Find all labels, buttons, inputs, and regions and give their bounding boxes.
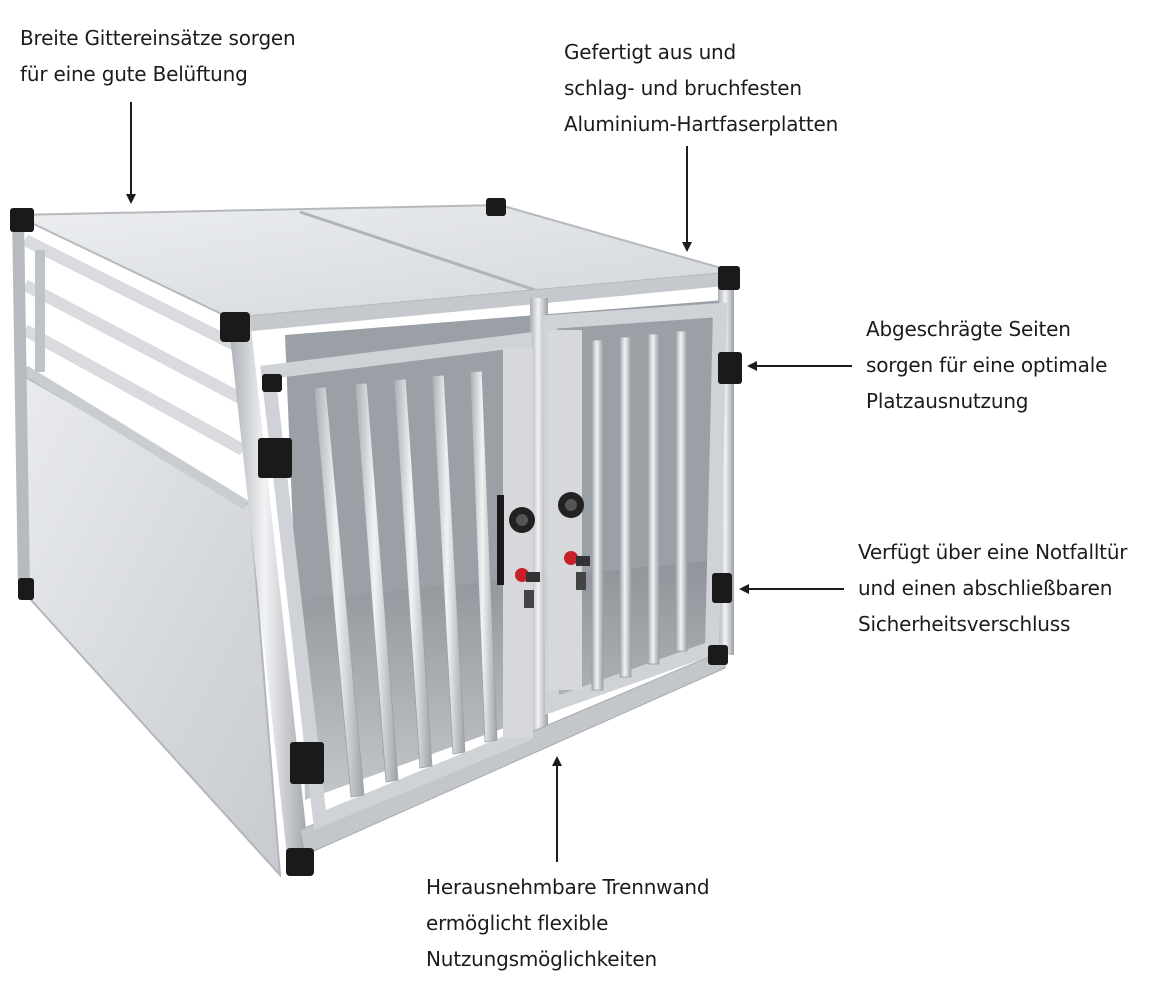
annotation-emergency-door: Verfügt über eine Notfalltür und einen a… (858, 534, 1128, 642)
annotation-line: Nutzungsmöglichkeiten (426, 947, 657, 971)
annotation-line: Aluminium-Hartfaserplatten (564, 112, 839, 136)
annotation-divider: Herausnehmbare Trennwand ermöglicht flex… (426, 869, 710, 977)
annotation-line: für eine gute Belüftung (20, 62, 248, 86)
door-locks (497, 492, 590, 608)
annotation-line: Sicherheitsverschluss (858, 612, 1071, 636)
annotation-line: sorgen für eine optimale (866, 353, 1108, 377)
left-door (260, 332, 533, 831)
ventilation-bars (22, 234, 249, 510)
annotation-sloped-sides: Abgeschrägte Seiten sorgen für eine opti… (866, 311, 1107, 419)
annotation-line: und einen abschließbaren (858, 576, 1113, 600)
corner-fittings (10, 198, 742, 876)
left-side-wall (12, 214, 282, 878)
annotation-line: ermöglicht flexible (426, 911, 609, 935)
annotation-line: schlag- und bruchfesten (564, 76, 802, 100)
annotation-line: Abgeschrägte Seiten (866, 317, 1071, 341)
annotation-line: Platzausnutzung (866, 389, 1029, 413)
annotation-line: Gefertigt aus und (564, 40, 737, 64)
annotation-material: Gefertigt aus und schlag- und bruchfeste… (564, 34, 838, 142)
annotation-line: Herausnehmbare Trennwand (426, 875, 710, 899)
annotation-line: Verfügt über eine Notfalltür (858, 540, 1128, 564)
annotation-ventilation: Breite Gittereinsätze sorgen für eine gu… (20, 20, 296, 92)
cage-roof (14, 203, 736, 333)
annotation-line: Breite Gittereinsätze sorgen (20, 26, 296, 50)
